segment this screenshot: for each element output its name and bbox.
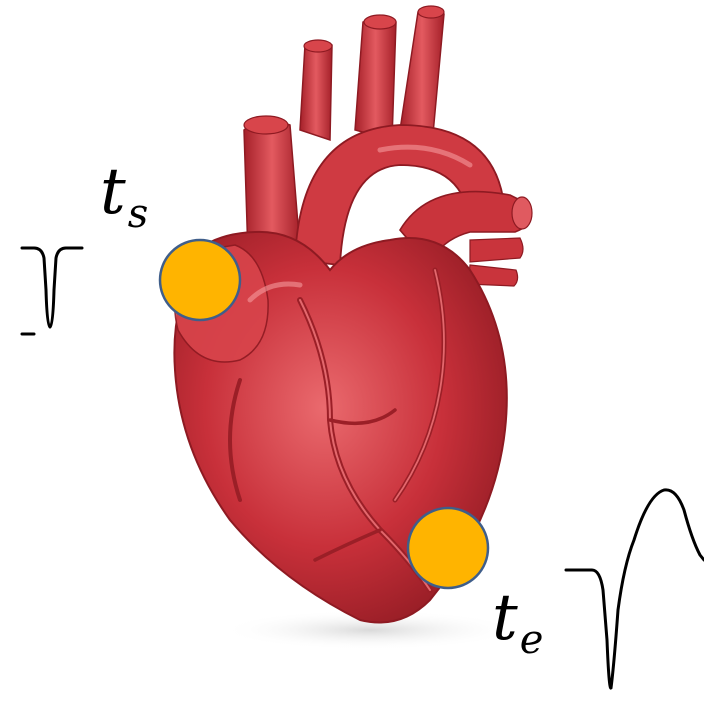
start-time-label: ts: [100, 160, 148, 224]
end-waveform: [566, 490, 704, 688]
end-time-label: te: [492, 586, 543, 650]
start-electrode: [160, 240, 240, 320]
end-time-label-base: t: [492, 581, 518, 655]
start-time-label-base: t: [100, 155, 126, 229]
end-time-label-subscript: e: [520, 617, 544, 663]
start-time-label-subscript: s: [128, 191, 149, 237]
end-electrode: [408, 508, 488, 588]
start-waveform: [22, 248, 82, 327]
